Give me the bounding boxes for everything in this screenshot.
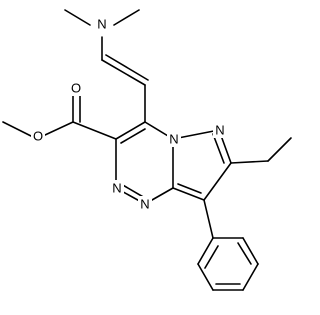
bond-methyl-right	[113, 9, 140, 26]
bond-c3-c4	[115, 121, 146, 140]
bond-vinyl-double-outer	[101, 59, 146, 86]
bond-n1-n2-inner	[120, 183, 146, 199]
structure-canvas: N O O N N N N	[2, 9, 292, 291]
bond-ethyl-2	[267, 137, 292, 162]
bond-c8-c8a	[172, 187, 205, 201]
bond-n6-c7-inner	[212, 133, 225, 164]
svg-text:N: N	[140, 197, 149, 212]
atom-bridge-n: N	[167, 131, 181, 147]
bond-vinyl-double-inner	[105, 54, 149, 81]
bond-oester-methyl	[2, 121, 32, 137]
bond-ethyl-1	[230, 160, 269, 164]
bond-ph-4	[242, 263, 259, 291]
atom-labels: N O O N N N N	[31, 16, 227, 212]
atom-triazine-n-bottom: N	[138, 196, 152, 212]
bonds	[2, 9, 292, 291]
chemical-structure-diagram: N O O N N N N	[2, 9, 292, 291]
svg-text:N: N	[169, 132, 178, 147]
svg-text:N: N	[97, 17, 106, 32]
atom-dimethylamino-n: N	[95, 16, 109, 32]
bond-carbonyl-oester	[44, 121, 74, 136]
bond-ph-1	[197, 237, 214, 265]
atom-carbonyl-o: O	[69, 80, 83, 96]
bond-c3-carbonyl	[72, 121, 117, 140]
svg-text:N: N	[112, 181, 121, 196]
bond-ph-2	[197, 263, 214, 291]
bond-methyl-left	[64, 9, 91, 26]
bond-ph-5	[242, 237, 259, 265]
bond-c3-c4-inner	[120, 128, 146, 144]
bond-c7-c8	[203, 162, 232, 201]
atom-triazine-n-left: N	[110, 180, 124, 196]
bond-c8-phenyl	[203, 199, 214, 239]
svg-text:O: O	[33, 129, 43, 144]
atom-pyrazole-n: N	[213, 122, 227, 138]
svg-text:N: N	[215, 123, 224, 138]
svg-text:O: O	[71, 81, 81, 96]
bond-ph-5-inner	[237, 242, 252, 265]
bond-c8-c8a-inner	[177, 183, 202, 194]
atom-ester-o: O	[31, 128, 45, 144]
bond-ph-1-inner	[204, 245, 219, 269]
